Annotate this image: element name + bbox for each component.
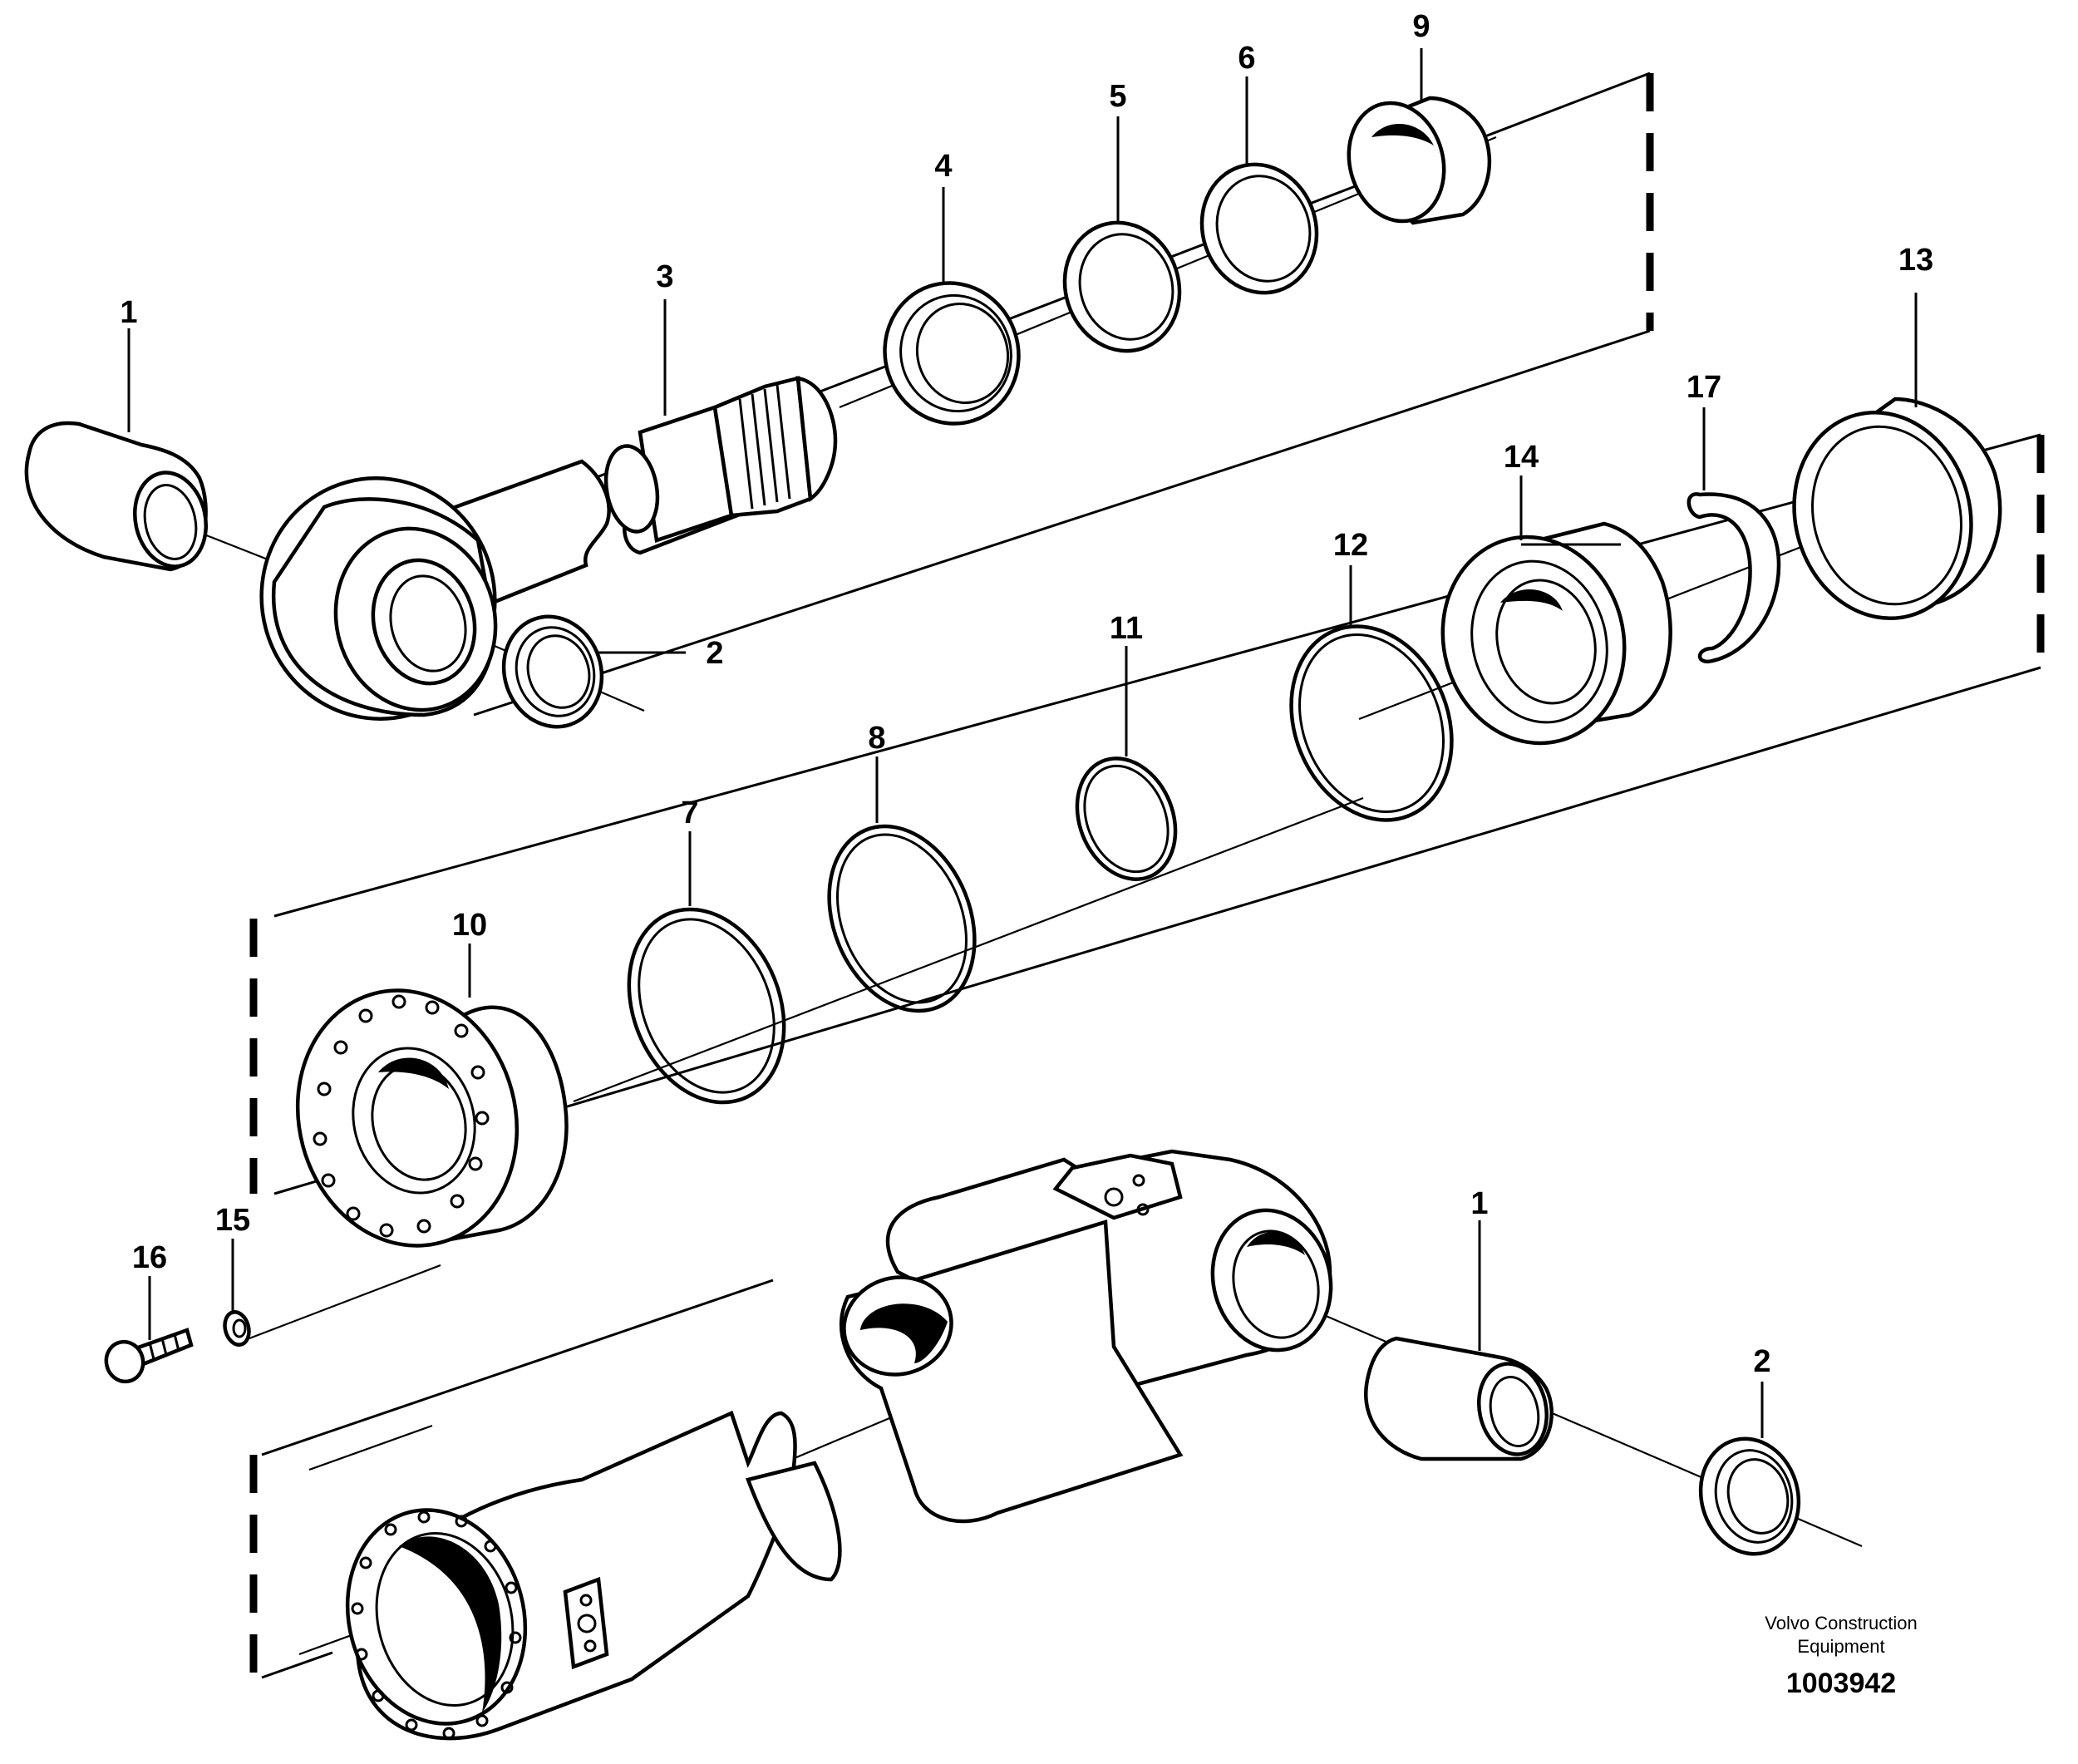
callout-5: 5 <box>1109 79 1126 114</box>
wiper-part-6 <box>1199 162 1319 295</box>
callout-6: 6 <box>1238 41 1255 76</box>
callout-9: 9 <box>1412 9 1430 44</box>
callout-14: 14 <box>1504 440 1539 475</box>
credit-line-1: Volvo Construction <box>1765 1613 1917 1633</box>
callout-1-top: 1 <box>120 295 137 330</box>
callout-8: 8 <box>868 721 885 756</box>
guide-ring-part-4 <box>883 281 1021 426</box>
seal-part-2-top <box>501 614 604 729</box>
callout-numbers: 1 2 3 4 5 6 9 13 17 14 12 11 8 7 10 15 1… <box>120 9 1933 1379</box>
callout-7: 7 <box>681 796 698 830</box>
callout-10: 10 <box>452 908 487 943</box>
callout-2-bottom: 2 <box>1753 1344 1770 1379</box>
bolt-part-16 <box>104 1328 194 1384</box>
callout-3: 3 <box>656 259 673 294</box>
callout-15: 15 <box>215 1203 250 1238</box>
callout-11: 11 <box>1110 611 1143 646</box>
oring-part-11 <box>1075 756 1178 881</box>
bushing-part-9 <box>1347 96 1492 225</box>
callout-16: 16 <box>132 1240 167 1275</box>
callout-2-top: 2 <box>706 636 723 671</box>
seal-part-2-bottom <box>1698 1436 1801 1556</box>
cylinder-tube <box>345 1149 1333 1741</box>
ring-part-13 <box>1792 397 2002 621</box>
callout-12: 12 <box>1333 528 1368 563</box>
seal-ring-part-5 <box>1062 220 1182 353</box>
piston-part-14 <box>1440 521 1672 746</box>
piston-rod-assembly <box>259 376 838 721</box>
backup-ring-part-7 <box>627 907 786 1105</box>
callout-1-bottom: 1 <box>1470 1186 1488 1221</box>
callout-17: 17 <box>1687 370 1721 405</box>
drawing-number: 1003942 <box>1786 1668 1896 1699</box>
oring-part-12 <box>1289 624 1454 822</box>
leader-lines <box>127 48 1918 1438</box>
snap-ring-part-17 <box>1687 492 1781 664</box>
callout-4: 4 <box>934 149 952 184</box>
cylinder-head-part-10 <box>295 988 569 1248</box>
footer: Volvo Construction Equipment 1003942 <box>1765 1613 1917 1699</box>
bushing-part-1-bottom <box>1364 1336 1554 1461</box>
callout-13: 13 <box>1898 243 1933 278</box>
oring-part-8 <box>827 824 977 1013</box>
washer-part-15 <box>223 1310 251 1347</box>
credit-line-2: Equipment <box>1797 1636 1884 1657</box>
bushing-part-1-top <box>24 421 209 572</box>
